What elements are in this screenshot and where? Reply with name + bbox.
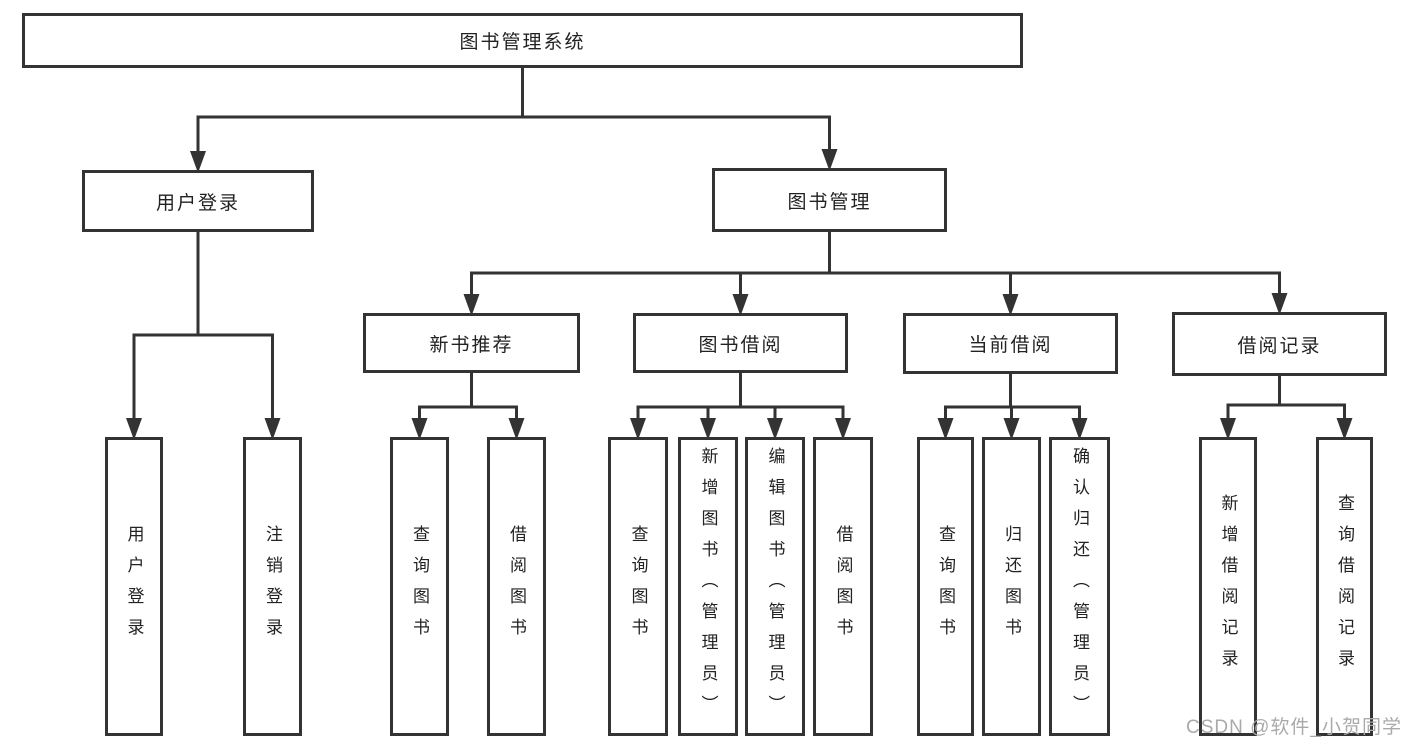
leaf-cb-confirm-box: 确认归还（管理员） — [1049, 437, 1110, 736]
connector-book-mgmt — [463, 231, 1288, 316]
arrowhead-icon — [630, 418, 646, 440]
new-book-rec-box: 新书推荐 — [363, 313, 580, 373]
leaf-bb-borrow-box: 借阅图书 — [813, 437, 873, 736]
arrowhead-icon — [508, 418, 525, 440]
connector-borrow-records — [1220, 375, 1353, 440]
leaf-cb-return-box: 归还图书 — [982, 437, 1041, 736]
connector-new-book-rec — [411, 372, 525, 440]
arrowhead-icon — [1271, 293, 1288, 315]
arrowhead-icon — [767, 418, 783, 440]
arrowhead-icon — [1002, 294, 1019, 316]
arrowhead-icon — [1071, 418, 1088, 440]
arrowhead-icon — [732, 294, 749, 316]
arrowhead-icon — [821, 149, 838, 171]
arrowhead-icon — [190, 151, 206, 173]
arrowhead-icon — [463, 294, 480, 316]
leaf-user-login-box: 用户登录 — [105, 437, 163, 736]
watermark-text: CSDN @软件_小贺同学 — [1186, 717, 1402, 738]
arrowhead-icon — [1336, 418, 1353, 440]
arrowhead-icon — [937, 418, 954, 440]
connector-book-borrow — [630, 372, 851, 440]
borrow-records-box: 借阅记录 — [1172, 312, 1387, 376]
leaf-logout-box: 注销登录 — [243, 437, 302, 736]
arrowhead-icon — [835, 418, 851, 440]
connector-current-borrow — [937, 373, 1088, 440]
arrowhead-icon — [264, 418, 281, 440]
leaf-cb-query-box: 查询图书 — [917, 437, 974, 736]
arrowhead-icon — [1003, 418, 1020, 440]
arrowhead-icon — [700, 418, 716, 440]
leaf-bb-edit-box: 编辑图书（管理员） — [745, 437, 805, 736]
connector-user-login — [126, 231, 281, 440]
book-borrow-box: 图书借阅 — [633, 313, 848, 373]
arrowhead-icon — [1220, 418, 1236, 440]
leaf-br-add-box: 新增借阅记录 — [1199, 437, 1257, 736]
current-borrow-box: 当前借阅 — [903, 313, 1118, 374]
leaf-br-query-box: 查询借阅记录 — [1316, 437, 1373, 736]
leaf-bb-query-box: 查询图书 — [608, 437, 668, 736]
leaf-nb-borrow-box: 借阅图书 — [487, 437, 546, 736]
user-login-box: 用户登录 — [82, 170, 314, 232]
leaf-nb-query-box: 查询图书 — [390, 437, 449, 736]
book-mgmt-box: 图书管理 — [712, 168, 947, 232]
leaf-bb-add-box: 新增图书（管理员） — [678, 437, 738, 736]
root-box: 图书管理系统 — [22, 13, 1023, 68]
connector-root — [190, 67, 838, 173]
arrowhead-icon — [126, 418, 142, 440]
arrowhead-icon — [411, 418, 428, 440]
